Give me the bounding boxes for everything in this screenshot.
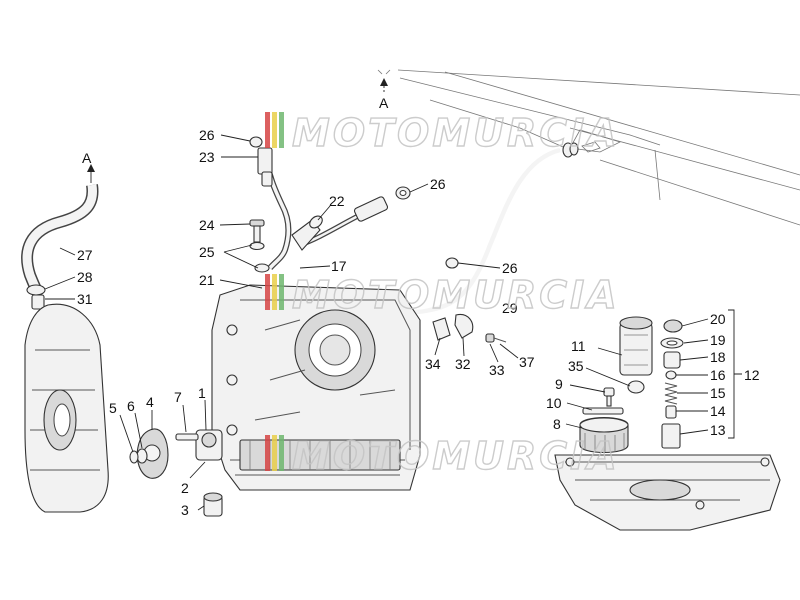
hose-assembly <box>257 147 389 270</box>
oil-sump <box>554 454 781 531</box>
crankcase <box>211 284 421 491</box>
callout-21: 21 <box>199 272 215 288</box>
callout-1: 1 <box>198 385 206 401</box>
callout-34: 34 <box>425 356 441 372</box>
callout-6: 6 <box>127 398 135 414</box>
callout-10: 10 <box>546 395 562 411</box>
callout-27: 27 <box>77 247 93 263</box>
callout-14: 14 <box>710 403 726 419</box>
watermark-stripe-green <box>279 274 284 310</box>
oil-filter <box>579 316 653 453</box>
callout-3: 3 <box>181 502 189 518</box>
watermark-stripe-yellow <box>272 112 277 148</box>
watermark-text: MOTOMURCIA <box>292 111 620 155</box>
callout-37: 37 <box>519 354 535 370</box>
callout-8: 8 <box>553 416 561 432</box>
callout-labels: 26 23 22 26 24 25 21 17 26 29 27 28 31 3… <box>77 127 760 518</box>
watermark-stripe-yellow <box>272 435 277 471</box>
breather-hose <box>21 184 99 310</box>
callout-28: 28 <box>77 269 93 285</box>
group-bracket <box>728 309 742 439</box>
callout-32: 32 <box>455 356 471 372</box>
watermark-top: MOTOMURCIA <box>265 110 620 156</box>
callout-26b: 26 <box>430 176 446 192</box>
watermark-stripe-yellow <box>272 274 277 310</box>
callout-7: 7 <box>174 389 182 405</box>
watermark-text: MOTOMURCIA <box>292 273 620 317</box>
arrow-top-label: A <box>379 95 389 111</box>
callout-4: 4 <box>146 394 154 410</box>
callout-35: 35 <box>568 358 584 374</box>
pipe-clips <box>432 313 507 343</box>
callout-33: 33 <box>489 362 505 378</box>
callout-9: 9 <box>555 376 563 392</box>
reference-arrow-top: A <box>377 69 391 111</box>
callout-24: 24 <box>199 217 215 233</box>
callout-16: 16 <box>710 367 726 383</box>
callout-26a: 26 <box>199 127 215 143</box>
callout-25: 25 <box>199 244 215 260</box>
oil-pump <box>129 428 223 517</box>
callout-11: 11 <box>571 338 586 354</box>
watermark-stripe-green <box>279 112 284 148</box>
callout-5: 5 <box>109 400 117 416</box>
leader-lines <box>44 134 709 511</box>
callout-13: 13 <box>710 422 726 438</box>
side-cover <box>24 303 109 513</box>
callout-15: 15 <box>710 385 726 401</box>
callout-23: 23 <box>199 149 215 165</box>
relief-valve <box>660 319 684 449</box>
callout-22: 22 <box>329 193 345 209</box>
callout-17: 17 <box>331 258 347 274</box>
watermark-stripe-red <box>265 274 270 310</box>
reference-arrow-left: A <box>82 150 95 183</box>
watermark-stripe-red <box>265 435 270 471</box>
watermark-stripe-green <box>279 435 284 471</box>
callout-20: 20 <box>710 311 726 327</box>
callout-18: 18 <box>710 349 726 365</box>
watermark-text: MOTOMURCIA <box>292 434 620 478</box>
watermark-middle: MOTOMURCIA <box>265 272 620 318</box>
callout-31: 31 <box>77 291 93 307</box>
watermark-stripe-red <box>265 112 270 148</box>
arrow-left-label: A <box>82 150 92 166</box>
callout-26c: 26 <box>502 260 518 276</box>
callout-2: 2 <box>181 480 189 496</box>
frame-outline <box>397 69 800 226</box>
watermark-bottom: MOTOMURCIA <box>265 433 620 479</box>
callout-29: 29 <box>502 300 518 316</box>
callout-19: 19 <box>710 332 726 348</box>
callout-12: 12 <box>744 367 760 383</box>
